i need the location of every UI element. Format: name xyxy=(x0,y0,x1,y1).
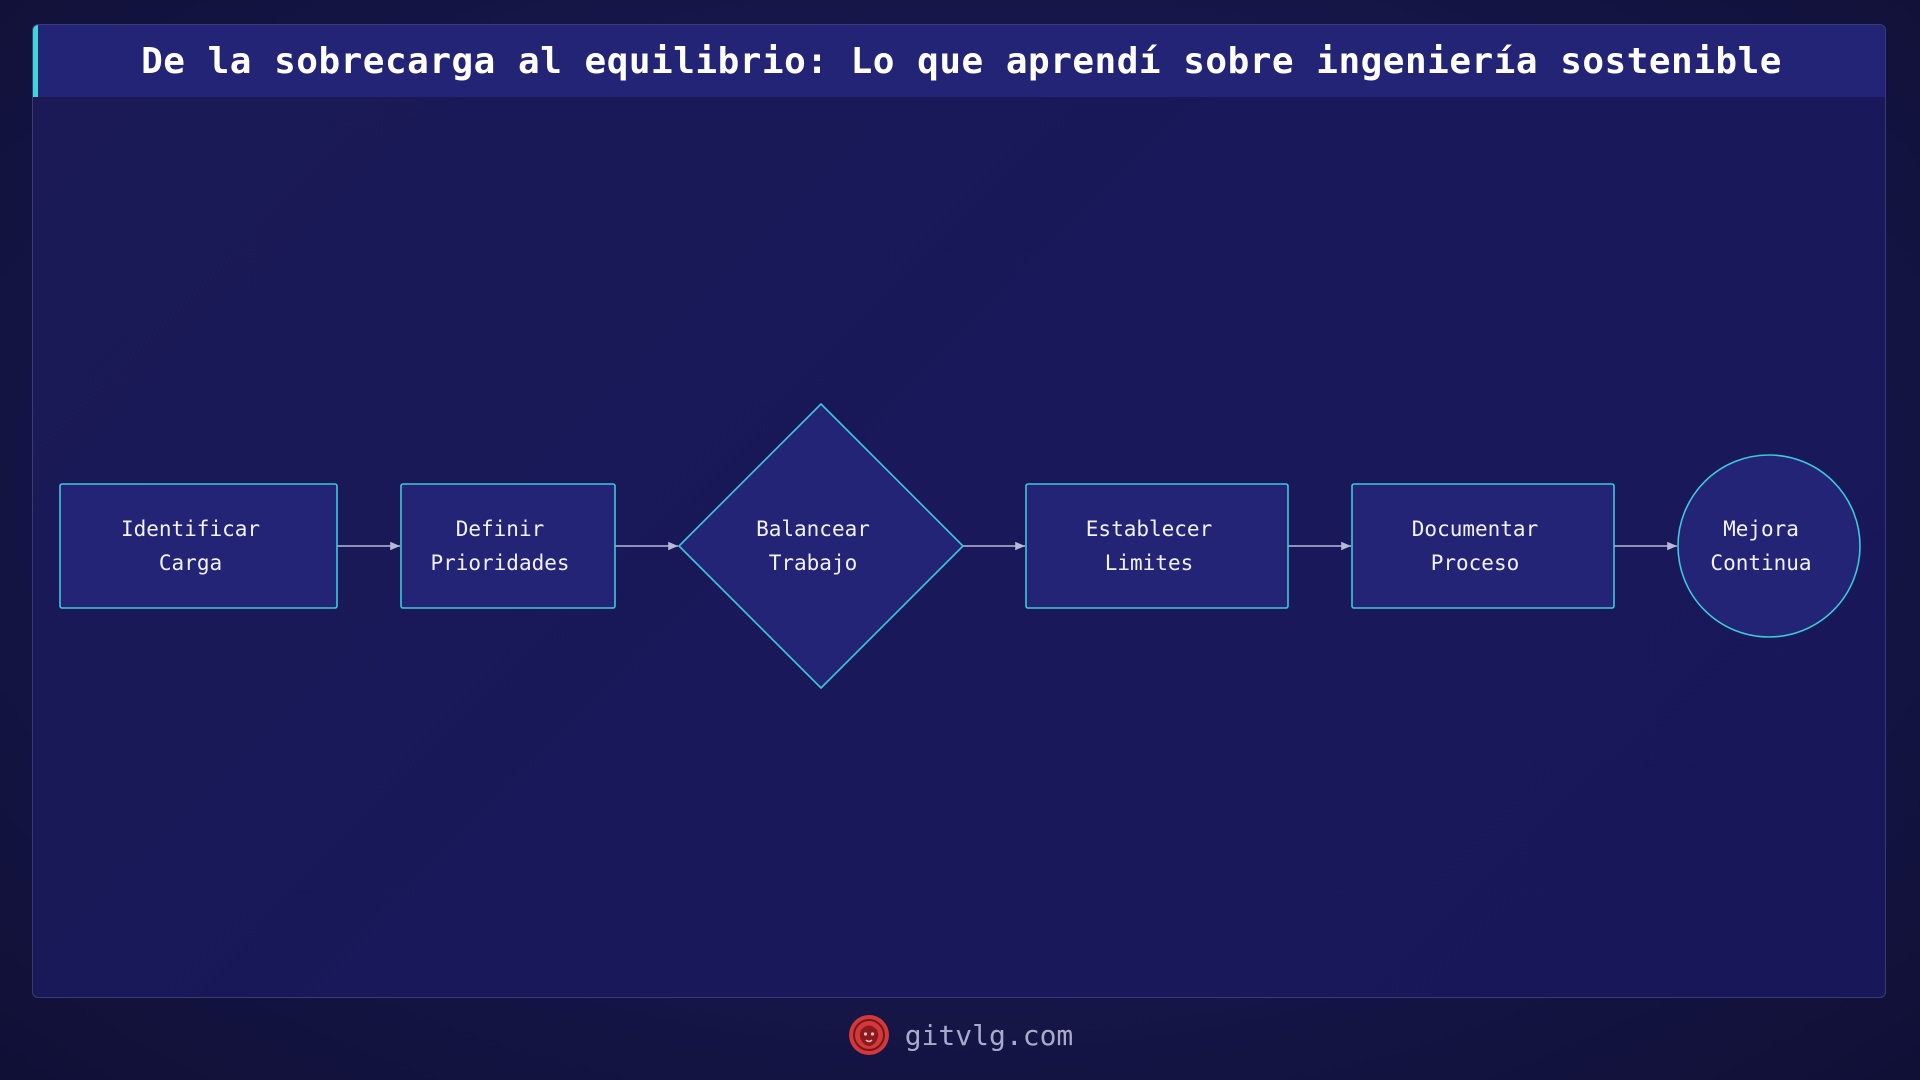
flow-node-label: Carga xyxy=(159,551,222,575)
flow-node-label: Continua xyxy=(1710,551,1811,575)
flow-node-shape xyxy=(677,402,965,690)
flow-node-label: Mejora xyxy=(1723,517,1799,541)
flow-node-label: Prioridades xyxy=(430,551,569,575)
flow-node-shape xyxy=(1677,454,1861,638)
site-url[interactable]: gitvlg.com xyxy=(904,1018,1074,1052)
footer: gitvlg.com xyxy=(0,1010,1920,1060)
flow-node-label: Limites xyxy=(1105,551,1194,575)
flow-node-label: Proceso xyxy=(1431,551,1520,575)
flow-node-shape xyxy=(400,483,616,609)
flow-node-label: Documentar xyxy=(1412,517,1538,541)
flow-node-label: Trabajo xyxy=(769,551,858,575)
flow-node-shape xyxy=(59,483,338,609)
flow-node-label: Definir xyxy=(456,517,545,541)
flow-node-label: Establecer xyxy=(1086,517,1212,541)
page-title: De la sobrecarga al equilibrio: Lo que a… xyxy=(141,40,1782,82)
flow-node-label: Identificar xyxy=(121,517,260,541)
flow-node-label: Balancear xyxy=(756,517,870,541)
flow-node-shape xyxy=(1351,483,1615,609)
title-bar: De la sobrecarga al equilibrio: Lo que a… xyxy=(33,25,1885,97)
lion-head-icon xyxy=(848,1015,889,1055)
flow-node-shape xyxy=(1025,483,1289,609)
